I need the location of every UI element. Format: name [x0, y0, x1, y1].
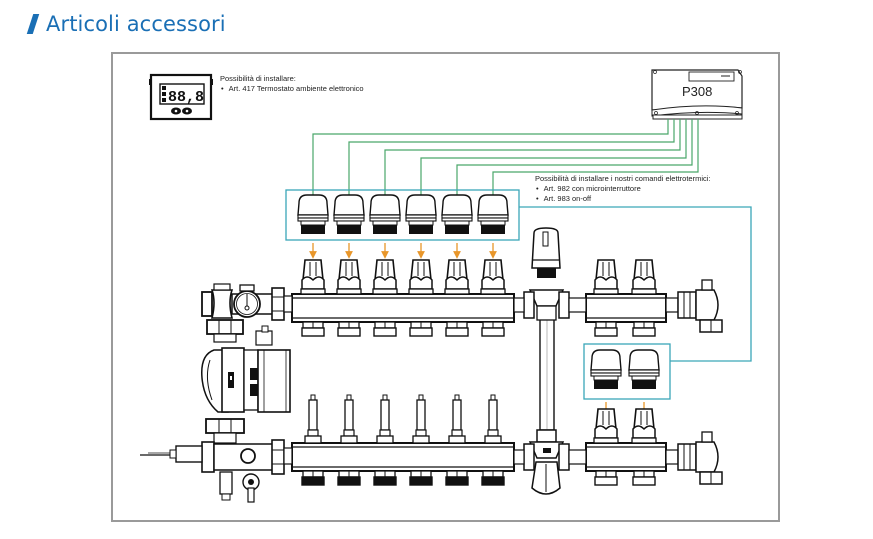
thermostat-display: 88,8 [168, 89, 204, 106]
thermo-actuator [441, 194, 473, 234]
outlet-fitting [594, 321, 618, 337]
valve-head [631, 259, 657, 295]
bottom-manifold-flowmeters [304, 394, 502, 444]
valve-head [408, 259, 434, 295]
valve-head [593, 408, 619, 444]
wire [456, 119, 693, 197]
outlet-fitting [301, 470, 325, 486]
actuator-group-connector [519, 206, 752, 362]
controller-wires [312, 119, 699, 197]
thermo-actuator [477, 194, 509, 234]
valve-head [480, 259, 506, 295]
outlet-fitting [632, 470, 656, 486]
flowmeter [484, 394, 502, 444]
outlet-fitting [373, 321, 397, 337]
valve-head [631, 408, 657, 444]
outlet-fitting [481, 321, 505, 337]
controller-label: P308 [682, 84, 712, 99]
actuator-note-item: Art. 983 on-off [535, 194, 711, 204]
side-manifold-top [585, 293, 667, 323]
actuator-note: Possibilità di installare i nostri coman… [535, 174, 711, 204]
thermo-actuator [369, 194, 401, 234]
flowmeter [340, 394, 358, 444]
actuator-group-box-small [583, 343, 671, 400]
thermo-actuator [333, 194, 365, 234]
thermo-actuator [628, 349, 660, 389]
flowmeter [412, 394, 430, 444]
side-manifold-parts [593, 259, 657, 486]
outlet-fitting [373, 470, 397, 486]
actuator-note-item: Art. 982 con microinterruttore [535, 184, 711, 194]
outlet-fitting [445, 321, 469, 337]
outlet-fitting [445, 470, 469, 486]
flowmeter [448, 394, 466, 444]
wire [348, 119, 675, 197]
wire [420, 119, 687, 197]
wire [492, 119, 699, 197]
thermo-actuator [590, 349, 622, 389]
thermostat-note-item: Art. 417 Termostato ambiente elettronico [220, 84, 364, 94]
wire [384, 119, 681, 197]
valve-head [372, 259, 398, 295]
p308-controller [651, 69, 743, 120]
outlet-fitting [632, 321, 656, 337]
wire [312, 119, 669, 197]
actuator-group-box [285, 189, 520, 241]
valve-head [593, 259, 619, 295]
pump-group [140, 283, 293, 503]
top-manifold-outlets [301, 321, 505, 337]
thermo-actuator [297, 194, 329, 234]
top-manifold [291, 293, 515, 323]
side-actuator-row [590, 349, 660, 389]
valve-head [444, 259, 470, 295]
thermostat-note-heading: Possibilità di installare: [220, 74, 296, 83]
actuator-note-heading: Possibilità di installare i nostri coman… [535, 174, 711, 183]
thermostat-note: Possibilità di installare: Art. 417 Term… [220, 74, 364, 94]
valve-head [336, 259, 362, 295]
flowmeter [304, 394, 322, 444]
valve-head [300, 259, 326, 295]
top-manifold-valves [300, 259, 506, 295]
outlet-fitting [337, 470, 361, 486]
side-manifold-bottom [585, 442, 667, 472]
top-actuator-row [297, 194, 509, 234]
outlet-fitting [301, 321, 325, 337]
page-title: Articoli accessori [46, 12, 226, 36]
outlet-fitting [409, 470, 433, 486]
mixing-valve [513, 227, 587, 495]
diagram-frame [111, 52, 780, 522]
right-ball-valve-bottom [665, 431, 723, 485]
outlet-fitting [409, 321, 433, 337]
install-arrows [309, 243, 648, 417]
bottom-manifold [291, 442, 515, 472]
thermo-actuator [405, 194, 437, 234]
right-ball-valve-top [665, 279, 723, 333]
section-header: Articoli accessori [26, 8, 226, 40]
outlet-fitting [594, 470, 618, 486]
outlet-fitting [481, 470, 505, 486]
bottom-manifold-outlets [301, 470, 505, 486]
thermostat-device: 88,8 [149, 73, 213, 121]
flowmeter [376, 394, 394, 444]
outlet-fitting [337, 321, 361, 337]
